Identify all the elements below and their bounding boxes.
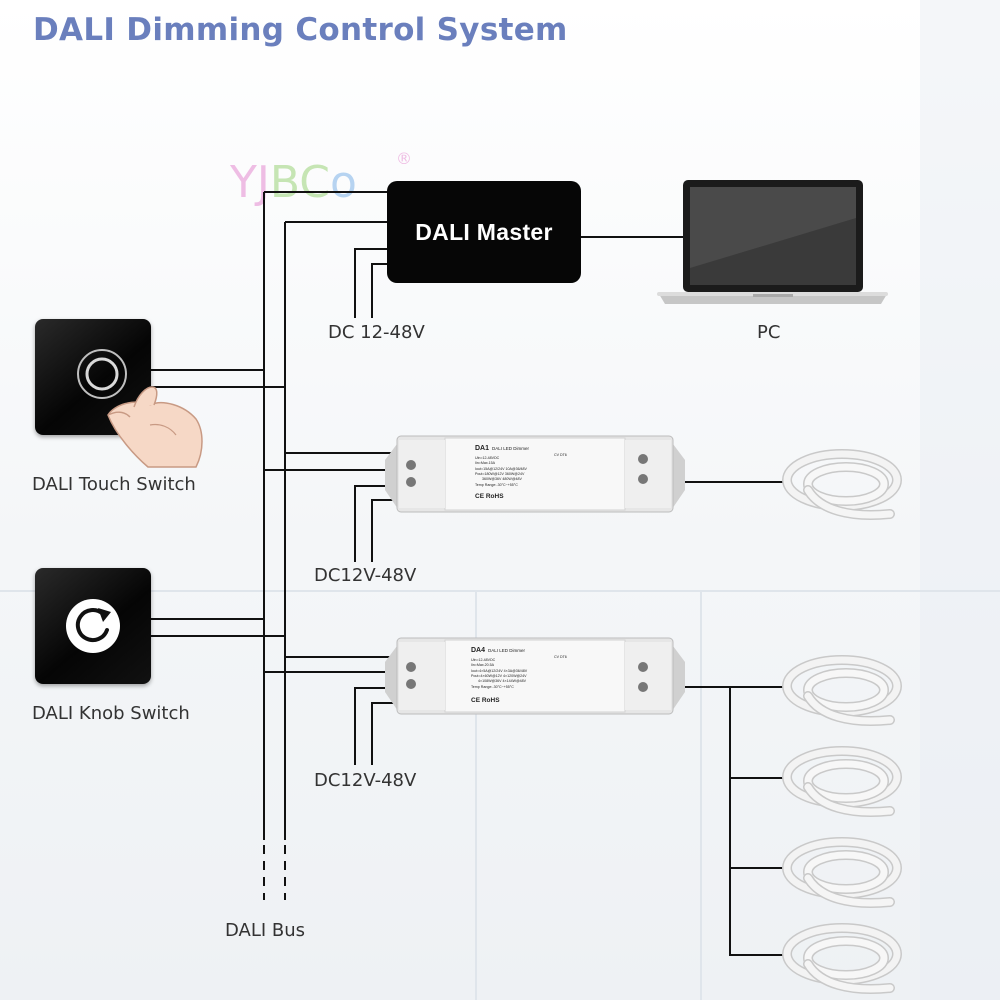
dimmer2-power-label: DC12V-48V [314,770,417,791]
dimmer1-cv: CV DT6 [554,453,567,457]
master-power-wire-2 [371,263,387,318]
dimmer1-spec-1: Uin=12-48VDC [475,456,500,460]
rotate-icon [66,599,120,653]
dimmer1-spec-3: Iout=15A@12/24V 10A@36/48V [475,467,528,471]
brand-text-2: BC [269,157,330,208]
dimmer1-title: DALI LED Dimmer [492,446,530,451]
dimmer1-spec-5: 360W@36V 480W@48V [482,477,522,481]
dimmer1-model: DA1 [475,445,489,452]
dimmer2-spec-4: Pout=4×60W@12V 4×120W@24V [471,674,527,678]
dimmer2-title: DALI LED Dimmer [488,648,526,653]
dimmer1-power-wire-2 [371,499,400,562]
laptop-icon [657,180,888,304]
dimmer2-spec-2: Iin=Max.20.5A [471,663,495,667]
background-line [700,590,702,1000]
master-power-label: DC 12-48V [328,322,425,343]
dimmer-2: DA4 DALI LED Dimmer Uin=12-48VDC Iin=Max… [385,637,685,715]
dimmer2-power-wire-2 [371,702,400,765]
master-power-wire-1 [354,248,387,318]
dimmer1-spec-2: Iin=Max.15A [475,461,496,465]
background-line [0,590,1000,592]
dimmer2-spec-5: 4×108W@36V 4×144W@48V [478,679,527,683]
touch-icon [77,349,127,399]
brand-text-3: o [330,157,357,208]
led-strip-icon [782,923,902,994]
dimmer2-output-branch [729,687,788,956]
led-strip-icon [782,449,902,520]
registered-mark: ® [396,149,412,168]
dimmer2-spec-1: Uin=12-48VDC [471,658,496,662]
touch-switch-label: DALI Touch Switch [32,474,196,495]
dimmer2-spec-6: Temp Range:-30°C~+55°C [471,685,514,689]
dimmer1-power-label: DC12V-48V [314,565,417,586]
dimmer2-cv: CV DT6 [554,655,567,659]
knob-switch-label: DALI Knob Switch [32,703,190,724]
dimmer1-cert: CE RoHS [475,493,504,500]
led-strip-icon [782,746,902,817]
hand-icon [107,386,203,468]
dali-master-label: DALI Master [415,218,553,245]
background-line [475,590,477,1000]
dimmer1-spec-6: Temp Range:-30°C~+55°C [475,483,518,487]
page-title: DALI Dimming Control System [33,12,568,48]
dali-bus-label: DALI Bus [225,920,306,941]
dimmer2-spec-3: Iout=4×5A@12/24V 4×3A@36/48V [471,669,528,673]
dimmer1-spec-4: Pout=180W@12V 360W@24V [475,472,525,476]
pc-label: PC [757,322,781,343]
led-strip-icon [782,837,902,908]
background-window [920,0,1000,1000]
dimmer2-model: DA4 [471,647,485,654]
dali-master-box: DALI Master [387,181,581,283]
led-strip-icon [782,655,902,726]
dimmer2-cert: CE RoHS [471,697,500,704]
dimmer-1: DA1 DALI LED Dimmer Uin=12-48VDC Iin=Max… [385,435,685,513]
